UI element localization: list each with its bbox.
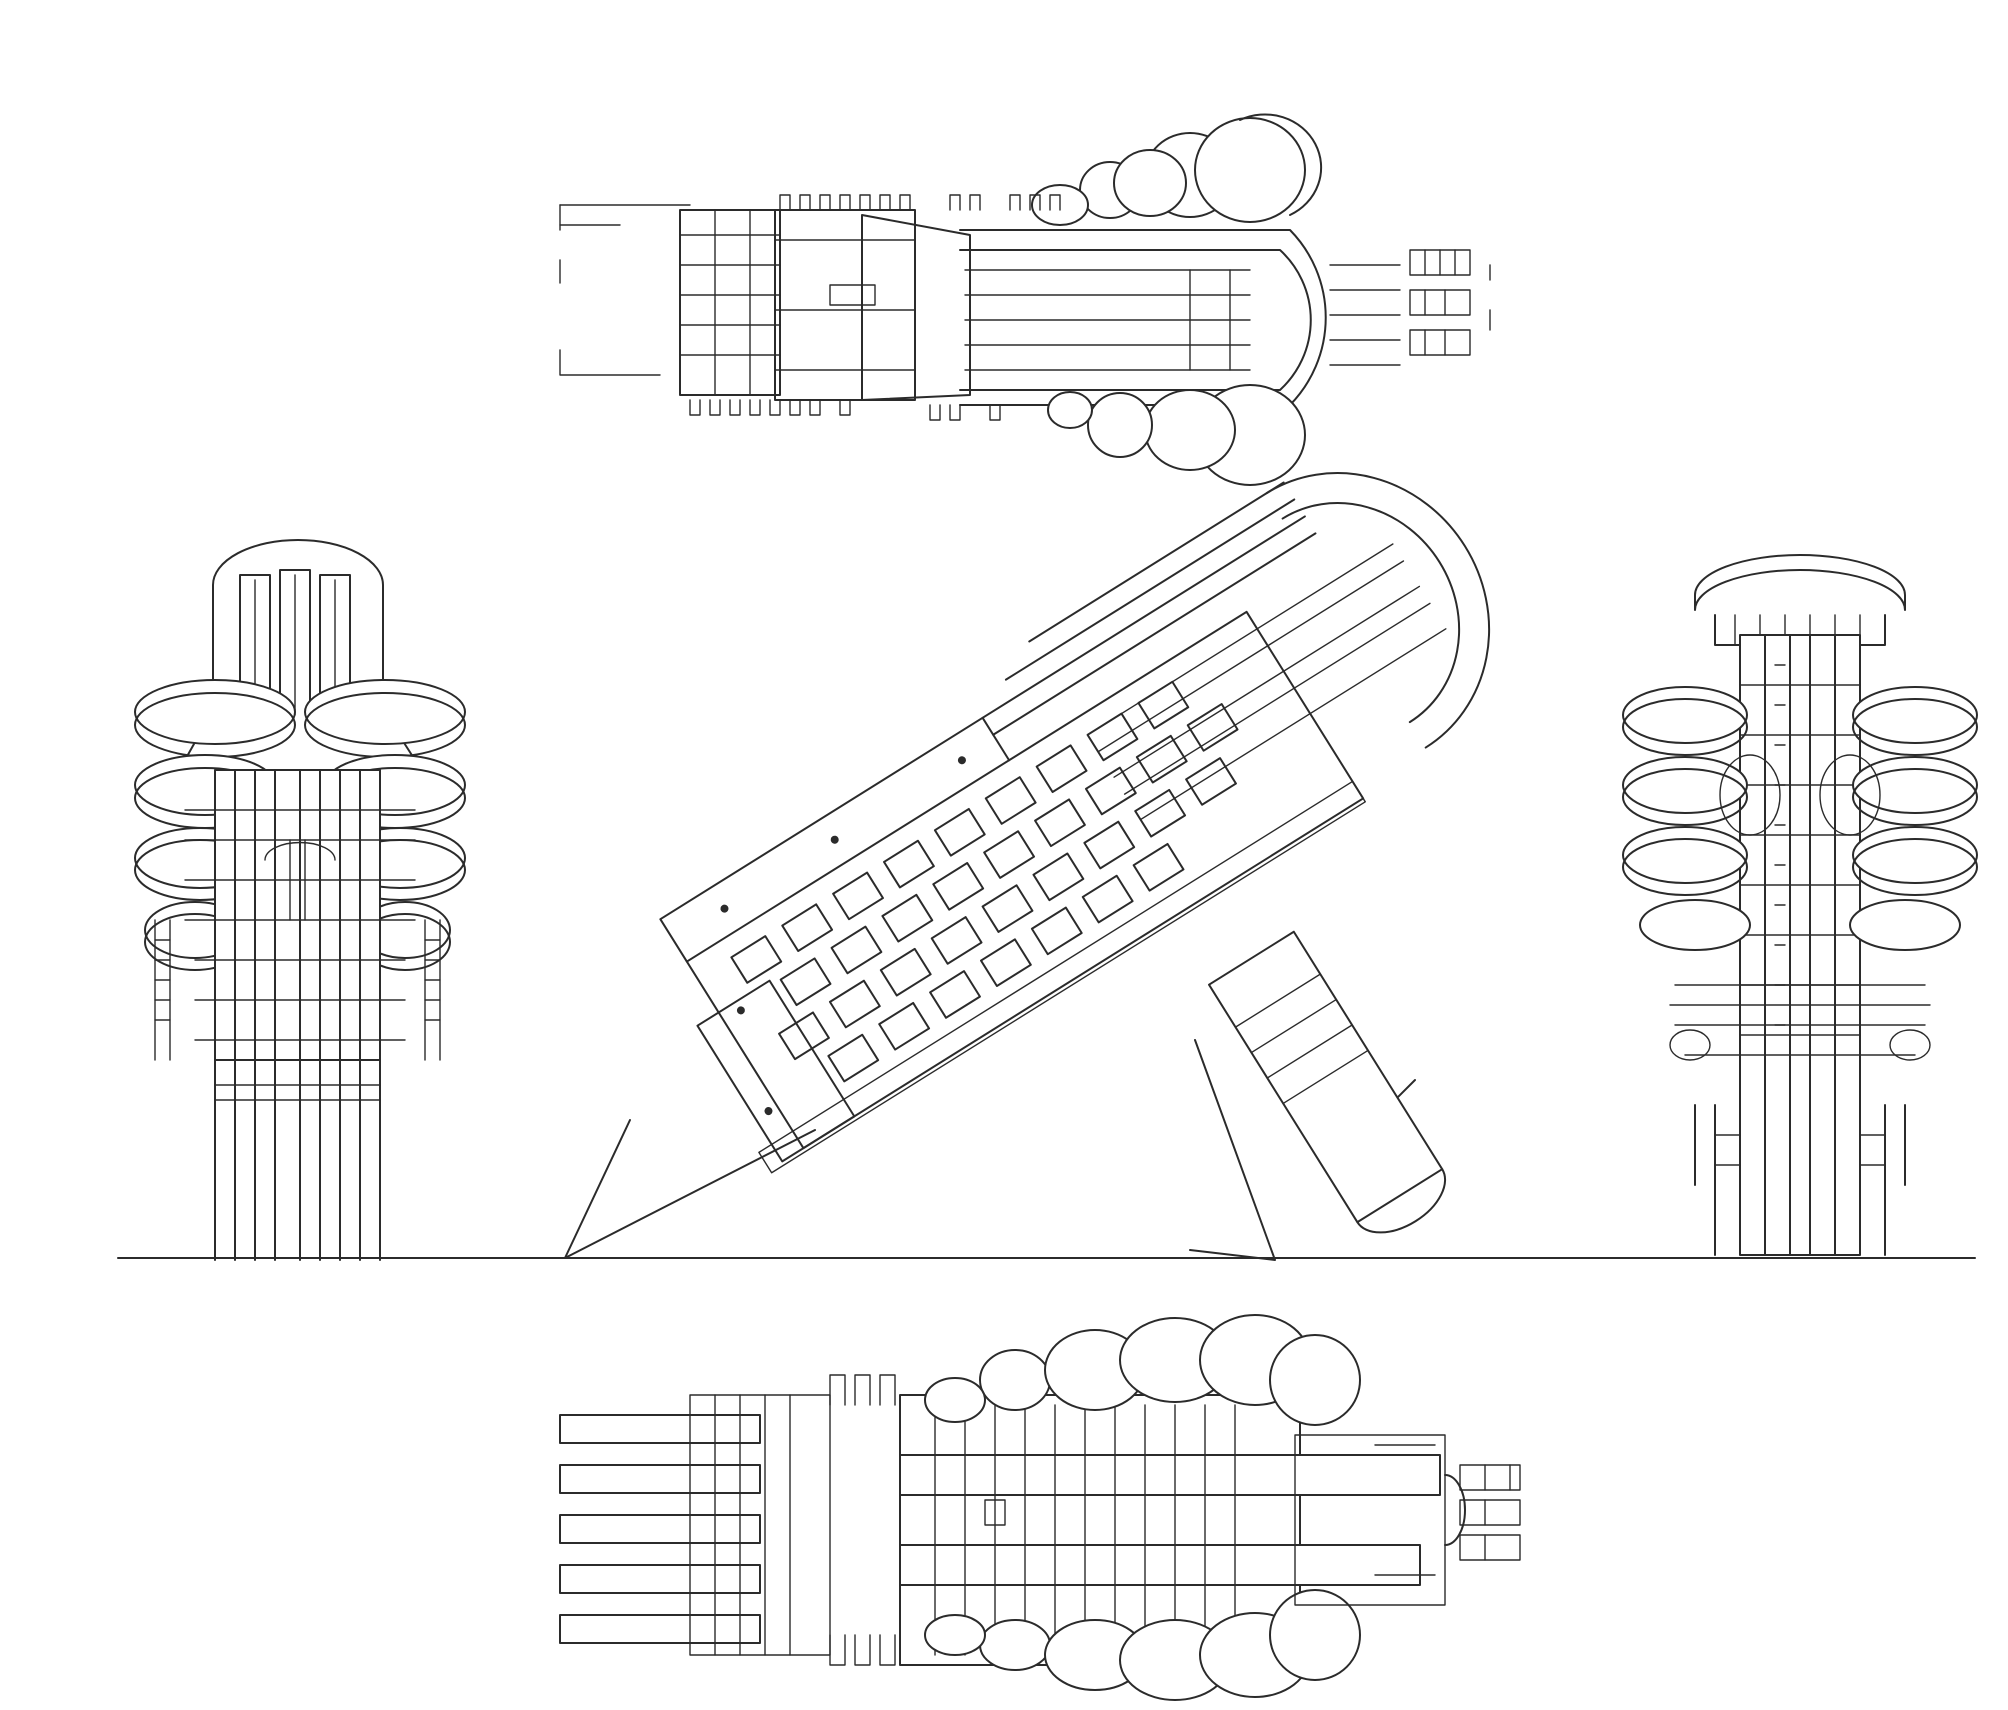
top-plan-view bbox=[550, 113, 1530, 495]
bottom-plan-view bbox=[555, 1314, 1540, 1701]
left-side-elevation bbox=[125, 539, 470, 1261]
right-side-elevation bbox=[1615, 545, 1985, 1260]
central-section bbox=[555, 472, 1545, 1265]
